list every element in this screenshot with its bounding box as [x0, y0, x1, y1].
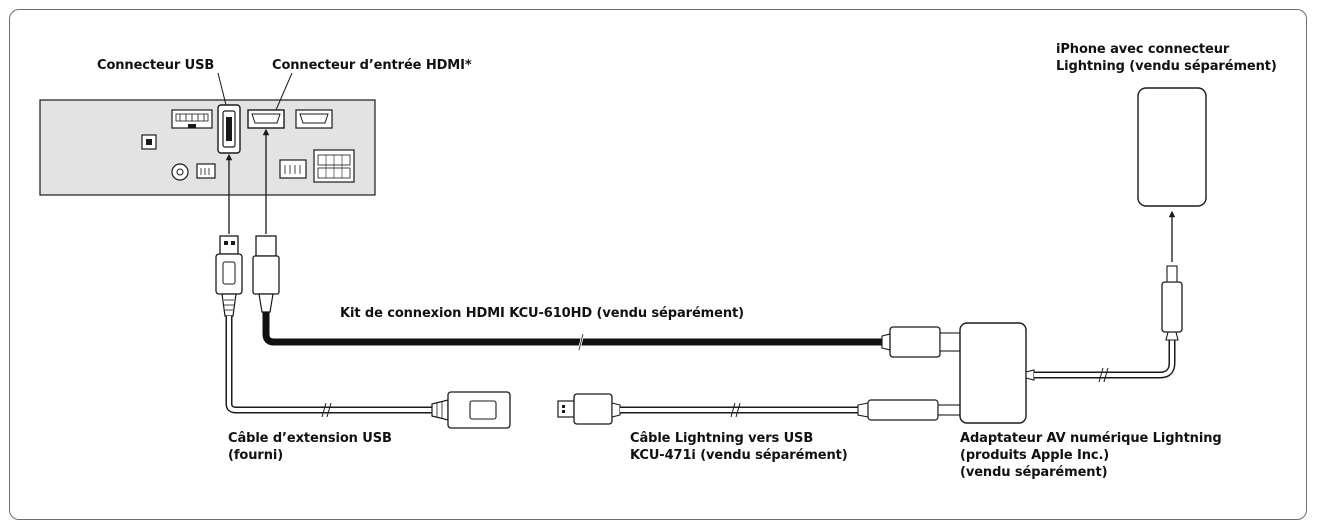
usb-extension-socket-icon	[431, 391, 511, 429]
lightning-usb-cable-label: Câble Lightning vers USB KCU-471i (vendu…	[630, 431, 848, 463]
av-adapter-label: Adaptateur AV numérique Lightning (produ…	[960, 431, 1222, 480]
usb-plug-icon	[215, 235, 243, 317]
lightning-plug-icon	[1161, 265, 1183, 341]
iphone-icon	[1137, 87, 1207, 207]
small-connector-icon	[196, 163, 216, 179]
large-connector-icon	[313, 149, 355, 183]
usb-connector-label: Connecteur USB	[97, 58, 215, 73]
usb-label-pointer	[217, 72, 227, 106]
hdmi-label-pointer	[275, 72, 293, 111]
hdmi-plug-icon	[252, 235, 280, 313]
hdmi-kit-label: Kit de connexion HDMI KCU-610HD (vendu s…	[340, 306, 744, 321]
iphone-label: iPhone avec connecteur Lightning (vendu …	[1056, 42, 1277, 74]
multi-connector-icon	[171, 109, 213, 129]
av-adapter-icon	[959, 322, 1035, 424]
round-jack-icon	[171, 163, 189, 181]
lightning-usb-cable	[620, 399, 961, 421]
second-port-icon	[295, 109, 333, 129]
head-unit	[39, 99, 376, 196]
usb-port-icon	[217, 104, 241, 154]
lightning-usb-plug-icon	[557, 393, 621, 425]
hdmi-port-icon	[247, 109, 285, 129]
hdmi-input-connector-label: Connecteur d’entrée HDMI*	[272, 58, 472, 73]
hdmi-cable	[262, 312, 961, 358]
medium-connector-icon	[279, 159, 307, 179]
usb-extension-cable-label: Câble d’extension USB (fourni)	[228, 431, 392, 463]
usb-extension-cable	[225, 316, 432, 418]
adapter-lightning-cable	[1034, 340, 1176, 383]
